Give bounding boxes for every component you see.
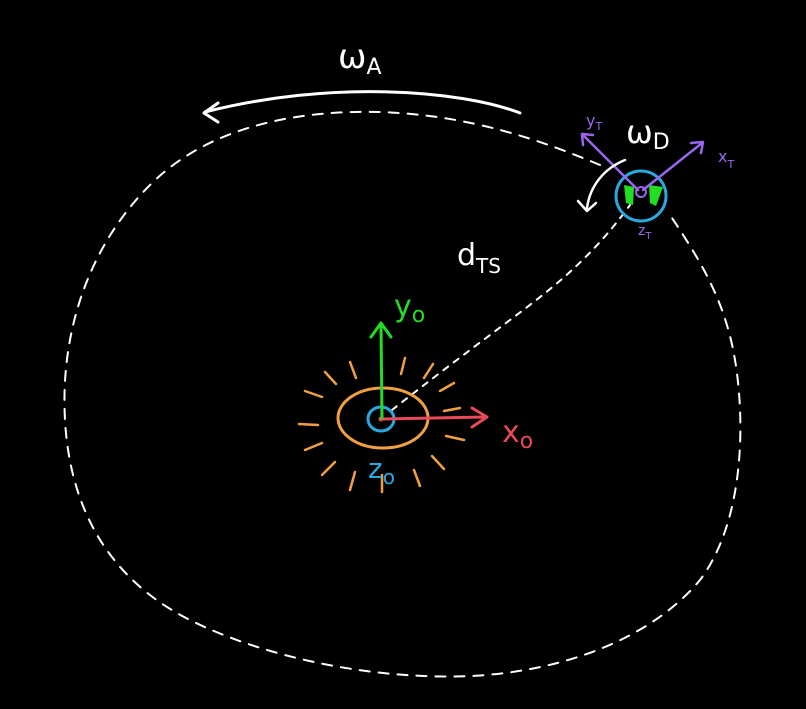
orbit-path [63, 110, 742, 678]
omega-d-label: ωD [626, 113, 670, 155]
origin-z-label: zo [368, 452, 395, 489]
target-x-axis [641, 141, 704, 192]
sun-rays [297, 356, 466, 494]
origin-x-label: xo [502, 415, 533, 454]
target-axes [580, 132, 705, 192]
distance-line [391, 204, 631, 411]
origin-x-axis [380, 406, 489, 429]
target-z-label: zT [638, 223, 652, 242]
target-ring [614, 169, 668, 223]
target-body [624, 185, 663, 206]
origin-y-axis [369, 321, 393, 420]
origin-y-label: yo [394, 289, 425, 328]
target-y-label: yT [586, 111, 602, 133]
omega-d-arrow [576, 158, 627, 213]
target-x-label: xT [718, 147, 734, 171]
omega-a-label: ωA [338, 37, 382, 80]
omega-a-arrow [202, 90, 522, 124]
distance-label: dTS [457, 238, 501, 278]
target-y-axis [581, 133, 640, 192]
